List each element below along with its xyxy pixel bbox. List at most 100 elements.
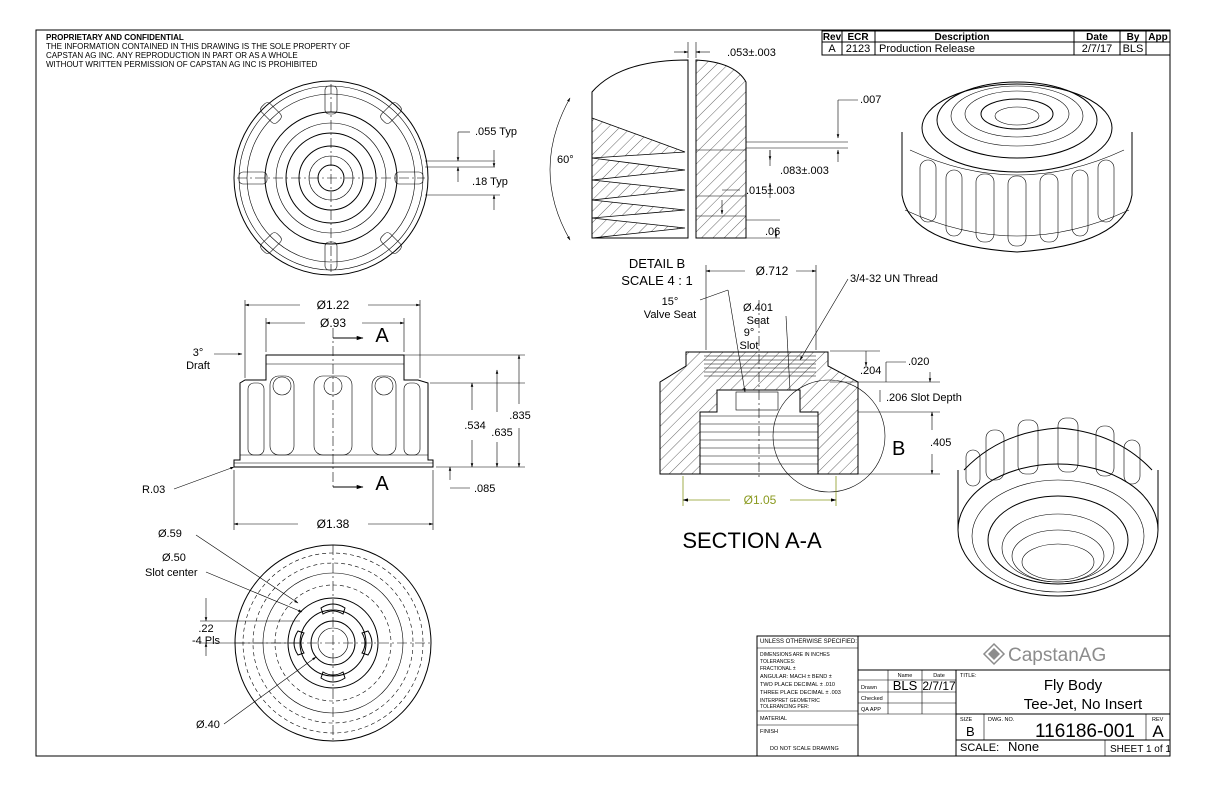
tb-size-label: SIZE [960, 717, 973, 723]
app-header: App [1148, 32, 1167, 43]
dim-4-pls: -4 Pls [192, 635, 221, 647]
by-header: By [1127, 32, 1140, 43]
dim-534: .534 [464, 420, 485, 432]
dim-r03: R.03 [142, 484, 165, 496]
dim-dia-059: Ø.59 [158, 528, 182, 540]
drawing-title-1: Fly Body [1044, 677, 1103, 694]
valve-seat-angle: 15° [662, 296, 679, 308]
top-view-ribs [238, 85, 424, 271]
date-value: 2/7/17 [1082, 43, 1113, 55]
tb-qa-app: QA APP [861, 707, 881, 713]
company-logo-text: CapstanAG [1008, 645, 1106, 666]
bottom-view-slots [293, 603, 373, 683]
description-header: Description [934, 32, 989, 43]
section-a-a-view: Ø.712 3/4-32 UN Thread 15° Valve Seat Ø.… [644, 264, 962, 553]
dim-dia-122: Ø1.22 [317, 298, 350, 312]
proprietary-note: PROPRIETARY AND CONFIDENTIAL THE INFORMA… [46, 33, 350, 69]
ecr-value: 2123 [846, 43, 870, 55]
tb-title-label: TITLE: [960, 673, 977, 679]
slot-label: Slot [740, 340, 759, 352]
tb-unless: UNLESS OTHERWISE SPECIFIED: [760, 639, 857, 645]
front-view: Ø1.22 Ø.93 3° Draft A A .534 .635 .835 .… [142, 298, 531, 531]
dim-18-typ: .18 Typ [472, 176, 508, 188]
tb-drawn-date: 2/7/17 [922, 679, 956, 693]
dim-206-slot-depth: .206 Slot Depth [886, 392, 962, 404]
dim-085: .085 [474, 483, 495, 495]
dim-dia-138: Ø1.38 [317, 517, 350, 531]
front-view-ribs [247, 375, 421, 456]
dim-dia-105: Ø1.05 [744, 493, 777, 507]
tb-dims-inches: DIMENSIONS ARE IN INCHES [760, 652, 830, 658]
draft-angle: 3° [193, 347, 204, 359]
tb-angular: ANGULAR: MACH ± BEND ± [760, 674, 832, 680]
dim-020: .020 [908, 356, 929, 368]
rev-header: Rev [823, 32, 842, 43]
detail-b-callout: B [892, 438, 905, 460]
drawing-title-2: Tee-Jet, No Insert [1024, 696, 1143, 713]
seat-label: Seat [747, 315, 770, 327]
detail-b-title: DETAIL B [629, 256, 685, 271]
proprietary-line-3: WITHOUT WRITTEN PERMISSION OF CAPSTAN AG… [46, 60, 318, 69]
tb-fractional: FRACTIONAL ± [760, 666, 796, 672]
tb-drawn-name: BLS [893, 678, 918, 693]
date-header: Date [1086, 32, 1108, 43]
dim-dia-093: Ø.93 [320, 316, 346, 330]
valve-seat-label: Valve Seat [644, 309, 696, 321]
dim-083: .083±.003 [780, 165, 829, 177]
ecr-header: ECR [847, 32, 869, 43]
section-arrow-a-top: A [375, 325, 389, 347]
tb-three-place: THREE PLACE DECIMAL ± .003 [760, 690, 841, 696]
proprietary-heading: PROPRIETARY AND CONFIDENTIAL [46, 33, 184, 42]
dim-007: .007 [860, 94, 881, 106]
tb-size: B [966, 724, 975, 739]
section-a-a-title: SECTION A-A [682, 528, 822, 553]
tb-scale-label: SCALE: [960, 742, 999, 754]
proprietary-line-1: THE INFORMATION CONTAINED IN THIS DRAWIN… [46, 42, 350, 51]
tb-dwg-label: DWG. NO. [988, 717, 1015, 723]
dim-dia-0401: Ø.401 [743, 302, 773, 314]
dim-dia-050: Ø.50 [162, 552, 186, 564]
top-view: .055 Typ .18 Typ [233, 80, 517, 276]
slot-angle: 9° [744, 327, 755, 339]
capstan-logo-icon [982, 642, 1006, 666]
draft-label: Draft [186, 360, 210, 372]
title-block: UNLESS OTHERWISE SPECIFIED: DIMENSIONS A… [756, 635, 1171, 757]
dim-204: .204 [860, 365, 881, 377]
dim-055-typ: .055 Typ [475, 126, 517, 138]
dim-angle-60: 60° [557, 154, 574, 166]
rev-value: A [828, 43, 836, 55]
by-value: BLS [1123, 43, 1144, 55]
detail-b-scale: SCALE 4 : 1 [621, 273, 693, 288]
tb-tolerancing: TOLERANCING PER: [760, 704, 809, 710]
tb-two-place: TWO PLACE DECIMAL ± .010 [760, 682, 835, 688]
tb-material: MATERIAL [760, 716, 787, 722]
sheet-border [35, 29, 1171, 757]
dim-06: .06 [765, 226, 780, 238]
tb-rev: A [1152, 722, 1164, 741]
slot-center-label: Slot center [145, 567, 198, 579]
isometric-view-bottom [957, 417, 1159, 597]
description-value: Production Release [879, 43, 975, 55]
isometric-view-top [901, 81, 1133, 253]
proprietary-line-2: CAPSTAN AG INC. ANY REPRODUCTION IN PART… [46, 51, 298, 60]
dim-015: .015±.003 [746, 185, 795, 197]
dim-053: .053±.003 [727, 47, 776, 59]
dim-022: .22 [198, 623, 213, 635]
tb-rev-label: REV [1152, 717, 1164, 723]
tb-finish: FINISH [760, 729, 778, 735]
tb-interpret: INTERPRET GEOMETRIC [760, 698, 820, 704]
dim-635: .635 [491, 427, 512, 439]
drawing-number: 116186-001 [1035, 721, 1135, 742]
bottom-view: Ø.59 Ø.50 Slot center .22 -4 Pls Ø.40 [145, 528, 432, 742]
thread-callout: 3/4-32 UN Thread [850, 273, 938, 285]
dim-dia-040: Ø.40 [196, 719, 220, 731]
tb-name-header: Name [898, 673, 913, 679]
tb-tolerances: TOLERANCES: [760, 659, 795, 665]
tb-drawn: Drawn [861, 685, 877, 691]
dim-835: .835 [509, 410, 530, 422]
dim-dia-0712: Ø.712 [756, 264, 789, 278]
detail-b-threads [591, 117, 686, 239]
revision-table: Rev ECR Description Date By App A 2123 P… [821, 30, 1171, 56]
section-arrow-a-bottom: A [375, 473, 389, 495]
